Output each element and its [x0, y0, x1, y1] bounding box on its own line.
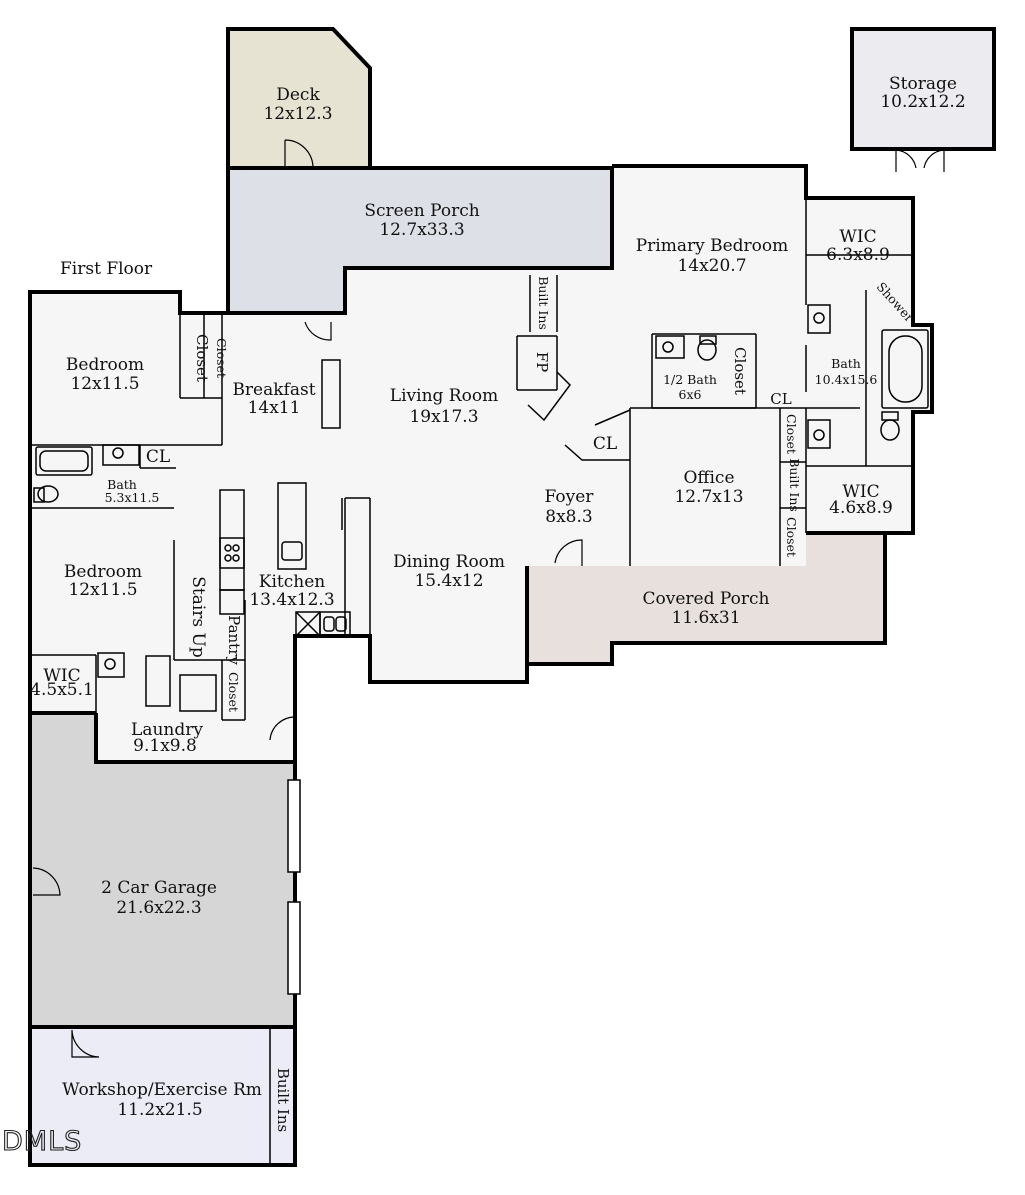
screen-porch-dim: 12.7x33.3 [379, 220, 464, 240]
wic-right-label: WIC [842, 482, 879, 502]
dining-room-label: Dining Room [393, 552, 505, 572]
office-dim: 12.7x13 [674, 487, 743, 507]
primary-bath-label: Bath [831, 356, 861, 371]
storage-dim: 10.2x12.2 [880, 92, 965, 112]
kitchen-label: Kitchen [259, 572, 325, 592]
living-room-label: Living Room [390, 386, 498, 406]
covered-porch-label: Covered Porch [643, 589, 770, 609]
wic-left-dim: 4.5x5.1 [30, 680, 94, 700]
bedroom-top-label: Bedroom [66, 355, 144, 375]
half-bath-label: 1/2 Bath [663, 372, 717, 387]
fp-label: FP [533, 352, 551, 373]
deck-area [228, 29, 370, 168]
cl-primary-label: CL [770, 390, 791, 408]
wic-top-label: WIC [839, 227, 876, 247]
closet-b-label: Closet [214, 338, 229, 378]
closet-laundry-label: Closet [226, 672, 241, 712]
foyer-dim: 8x8.3 [545, 507, 592, 527]
screen-porch-area [228, 168, 612, 313]
cl-foyer-label: CL [593, 434, 617, 454]
bedroom-bottom-dim: 12x11.5 [68, 580, 137, 600]
deck-dim: 12x12.3 [263, 104, 332, 124]
screen-porch-label: Screen Porch [364, 201, 479, 221]
laundry-dim: 9.1x9.8 [133, 736, 197, 756]
storage-label: Storage [889, 74, 957, 94]
door-swings [32, 139, 945, 1058]
covered-porch-area [527, 533, 885, 664]
half-bath-dim: 6x6 [679, 387, 702, 402]
kitchen-dim: 13.4x12.3 [249, 590, 334, 610]
primary-bath-dim: 10.4x15.6 [815, 372, 878, 387]
interior-walls [30, 166, 913, 1165]
wic-right-dim: 4.6x8.9 [829, 498, 893, 518]
laundry-label: Laundry [131, 720, 203, 740]
foyer-label: Foyer [545, 487, 595, 507]
storage-area [852, 29, 994, 149]
bath-label: Bath [107, 477, 137, 492]
closet-a-label: Closet [193, 334, 211, 382]
pantry-label: Pantry [225, 615, 243, 665]
wic-top-dim: 6.3x8.9 [826, 245, 890, 265]
closet-primary-label: Closet [731, 347, 749, 395]
cl-bath-label: CL [146, 447, 170, 467]
dmls-watermark: DMLS [2, 1126, 82, 1157]
workshop-label: Workshop/Exercise Rm [62, 1080, 262, 1100]
workshop-area [30, 1027, 295, 1165]
built-ins-living-label: Built Ins [536, 276, 551, 330]
bedroom-bottom-label: Bedroom [64, 562, 142, 582]
labels: First Floor Deck 12x12.3 Storage 10.2x12… [1, 74, 965, 1158]
built-ins-office-label: Built Ins [787, 458, 802, 512]
living-room-dim: 19x17.3 [409, 407, 478, 427]
fixtures [33, 304, 929, 995]
bedroom-top-dim: 12x11.5 [70, 374, 139, 394]
closet-office-b-label: Closet [784, 517, 799, 557]
breakfast-dim: 14x11 [248, 398, 301, 418]
deck-label: Deck [276, 85, 320, 105]
workshop-dim: 11.2x21.5 [117, 1100, 202, 1120]
built-ins-workshop-label: Built Ins [274, 1068, 292, 1132]
closet-office-label: Closet [784, 414, 799, 454]
wic-left-label: WIC [43, 666, 80, 686]
bath-dim: 5.3x11.5 [105, 490, 160, 505]
dining-room-dim: 15.4x12 [414, 571, 483, 591]
stairs-label: Stairs Up [188, 576, 208, 658]
garage-label: 2 Car Garage [101, 878, 217, 898]
garage-dim: 21.6x22.3 [116, 898, 201, 918]
floor-title: First Floor [60, 259, 153, 279]
breakfast-label: Breakfast [232, 380, 315, 400]
primary-bedroom-label: Primary Bedroom [636, 236, 789, 256]
covered-porch-dim: 11.6x31 [671, 608, 740, 628]
primary-bedroom-dim: 14x20.7 [677, 256, 746, 276]
office-label: Office [683, 468, 734, 488]
garage-area [30, 713, 295, 1027]
